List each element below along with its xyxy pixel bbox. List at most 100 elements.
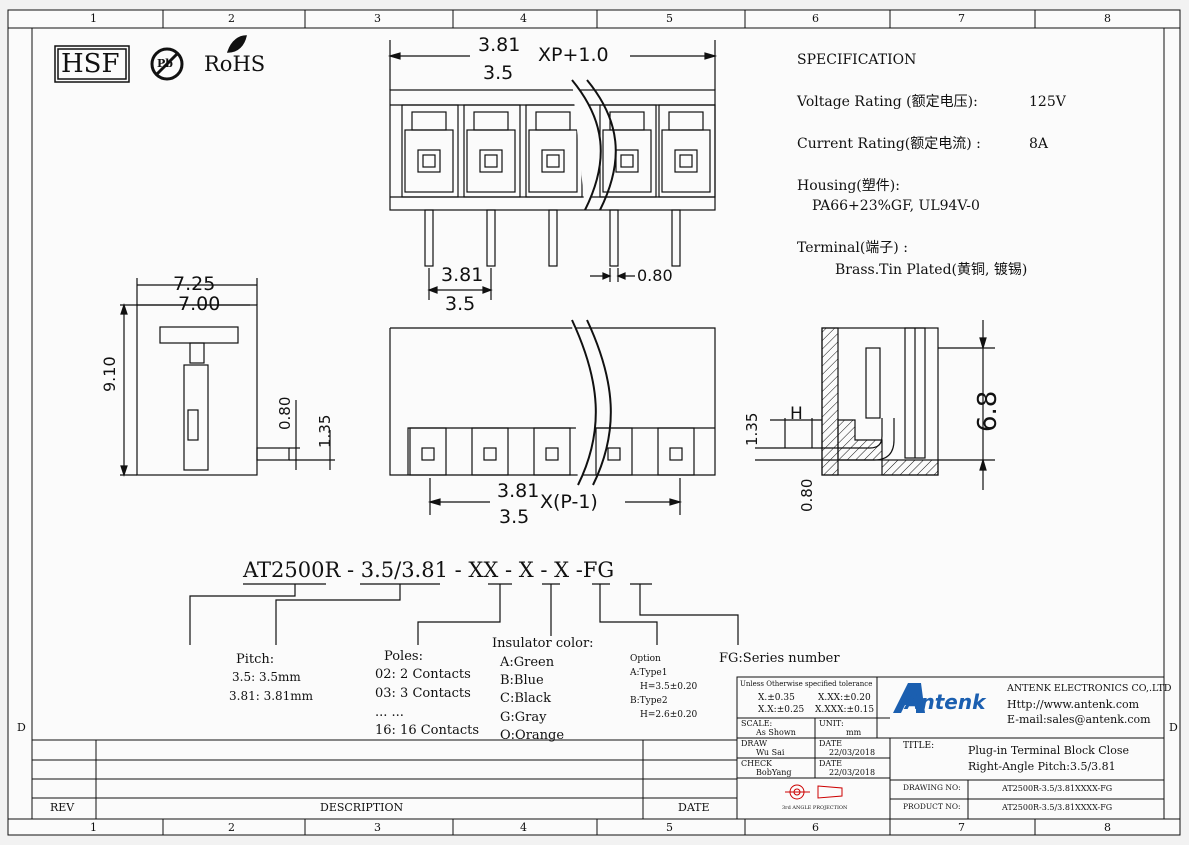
dim-right-pin: 0.80: [798, 478, 816, 512]
col-label-5: 5: [666, 12, 673, 25]
dim-front-pitch-a: 3.81: [497, 480, 540, 502]
dim-side-height: 9.10: [100, 356, 119, 392]
color-option-3: C:Black: [500, 691, 551, 706]
title-label: TITLE:: [903, 741, 935, 751]
right-view: [755, 320, 995, 490]
dim-pin-pitch-b: 3.5: [445, 293, 476, 315]
spec-voltage-label: Voltage Rating (额定电压):: [797, 94, 978, 110]
side-view: [120, 278, 335, 477]
tolerance-title: Unless Otherwise specified tolerance: [740, 680, 873, 688]
poles-option-4: 16: 16 Contacts: [375, 723, 480, 738]
dim-pin-pitch-a: 3.81: [441, 264, 484, 286]
poles-option-1: 02: 2 Contacts: [375, 667, 471, 682]
description-header: DESCRIPTION: [320, 801, 404, 814]
col-label-4-bottom: 4: [520, 821, 527, 834]
dim-side-w1: 7.25: [173, 273, 216, 295]
projection-symbol: [785, 784, 843, 800]
dim-front-formula: X(P-1): [540, 491, 598, 513]
color-option-5: O:Orange: [500, 728, 565, 743]
company-web: Http://www.antenk.com: [1007, 698, 1140, 711]
spec-current-label: Current Rating(额定电流) :: [797, 136, 981, 152]
company-email: E-mail:sales@antenk.com: [1007, 713, 1151, 726]
draw-date: 22/03/2018: [829, 748, 876, 757]
dim-top-formula: XP+1.0: [538, 44, 609, 66]
drawing-no-label: DRAWING NO:: [903, 783, 961, 792]
antenk-logo-shape: [893, 683, 925, 713]
color-option-4: G:Gray: [500, 710, 547, 725]
option-1: A:Type1: [630, 668, 668, 678]
check-date: 22/03/2018: [829, 768, 876, 777]
projection-label: 3rd ANGLE PROJECTION: [782, 805, 848, 811]
product-no-label: PRODUCT NO:: [903, 802, 961, 811]
col-label-1-bottom: 1: [90, 821, 97, 834]
dim-pin-width: 0.80: [637, 266, 673, 285]
draw-value: Wu Sai: [756, 748, 785, 757]
antenk-logo: Antenk: [905, 690, 986, 714]
scale-label: SCALE:: [741, 719, 773, 728]
rev-header: REV: [50, 801, 75, 814]
tolerance-4: X.XXX:±0.15: [815, 705, 875, 715]
spec-current-value: 8A: [1029, 136, 1049, 152]
col-label-8-bottom: 8: [1104, 821, 1111, 834]
col-label-7-bottom: 7: [958, 821, 965, 834]
part-leaders: [189, 583, 739, 645]
dim-right-H: H: [790, 404, 803, 424]
col-label-2: 2: [228, 12, 235, 25]
col-label-3-bottom: 3: [374, 821, 381, 834]
pitch-option-1: 3.5: 3.5mm: [232, 670, 301, 684]
dim-front-pitch-b: 3.5: [499, 506, 530, 528]
pb-badge: Pb: [157, 57, 173, 70]
col-label-8: 8: [1104, 12, 1111, 25]
series-label: FG:Series number: [719, 651, 840, 666]
scale-value: As Shown: [756, 728, 796, 737]
company-name: ANTENK ELECTRONICS CO,.LTD: [1007, 683, 1172, 694]
tolerance-1: X.±0.35: [758, 693, 795, 703]
part-code: AT2500R - 3.5/3.81 - XX - X - X -FG: [243, 558, 615, 582]
color-title: Insulator color:: [492, 636, 594, 651]
option-3: B:Type2: [630, 696, 668, 706]
check-label: CHECK: [741, 759, 773, 768]
spec-title: SPECIFICATION: [797, 52, 917, 68]
col-label-7: 7: [958, 12, 965, 25]
spec-terminal-label: Terminal(端子) :: [797, 240, 908, 256]
draw-date-label: DATE: [819, 739, 842, 748]
dim-side-pin-offset: 1.35: [316, 414, 334, 448]
check-date-label: DATE: [819, 759, 842, 768]
revision-table: [32, 739, 737, 819]
poles-title: Poles:: [384, 649, 423, 664]
dim-top-pitch-b: 3.5: [483, 62, 514, 84]
product-no-value: AT2500R-3.5/3.81XXXX-FG: [1002, 803, 1113, 812]
badge-shapes: [54, 35, 247, 83]
option-4: H=2.6±0.20: [640, 710, 698, 720]
color-option-2: B:Blue: [500, 673, 544, 688]
col-label-2-bottom: 2: [228, 821, 235, 834]
col-label-1: 1: [90, 12, 97, 25]
spec-voltage-value: 125V: [1029, 94, 1066, 110]
option-title: Option: [630, 654, 661, 664]
row-label-left: D: [17, 721, 26, 734]
col-label-6: 6: [812, 12, 819, 25]
dim-right-offset: 1.35: [743, 412, 761, 446]
drawing-no-value: AT2500R-3.5/3.81XXXX-FG: [1002, 784, 1113, 793]
hsf-badge: HSF: [61, 49, 120, 79]
col-label-6-bottom: 6: [812, 821, 819, 834]
unit-label: UNIT:: [819, 719, 844, 728]
option-2: H=3.5±0.20: [640, 682, 698, 692]
row-label-right: D: [1169, 721, 1178, 734]
top-view: [387, 40, 718, 300]
dim-top-pitch-a: 3.81: [478, 34, 521, 56]
col-label-5-bottom: 5: [666, 821, 673, 834]
pitch-option-2: 3.81: 3.81mm: [229, 689, 314, 703]
poles-option-3: ... ...: [375, 705, 404, 720]
dim-right-height: 6.8: [973, 390, 1003, 432]
color-option-1: A:Green: [500, 655, 555, 670]
spec-housing-label: Housing(塑件):: [797, 178, 900, 194]
tolerance-2: X.XX:±0.20: [818, 693, 871, 703]
tolerance-3: X.X:±0.25: [758, 705, 805, 715]
title-line-2: Right-Angle Pitch:3.5/3.81: [968, 760, 1116, 773]
date-header: DATE: [678, 801, 710, 814]
pitch-title: Pitch:: [236, 652, 275, 667]
title-line-1: Plug-in Terminal Block Close: [968, 744, 1129, 757]
